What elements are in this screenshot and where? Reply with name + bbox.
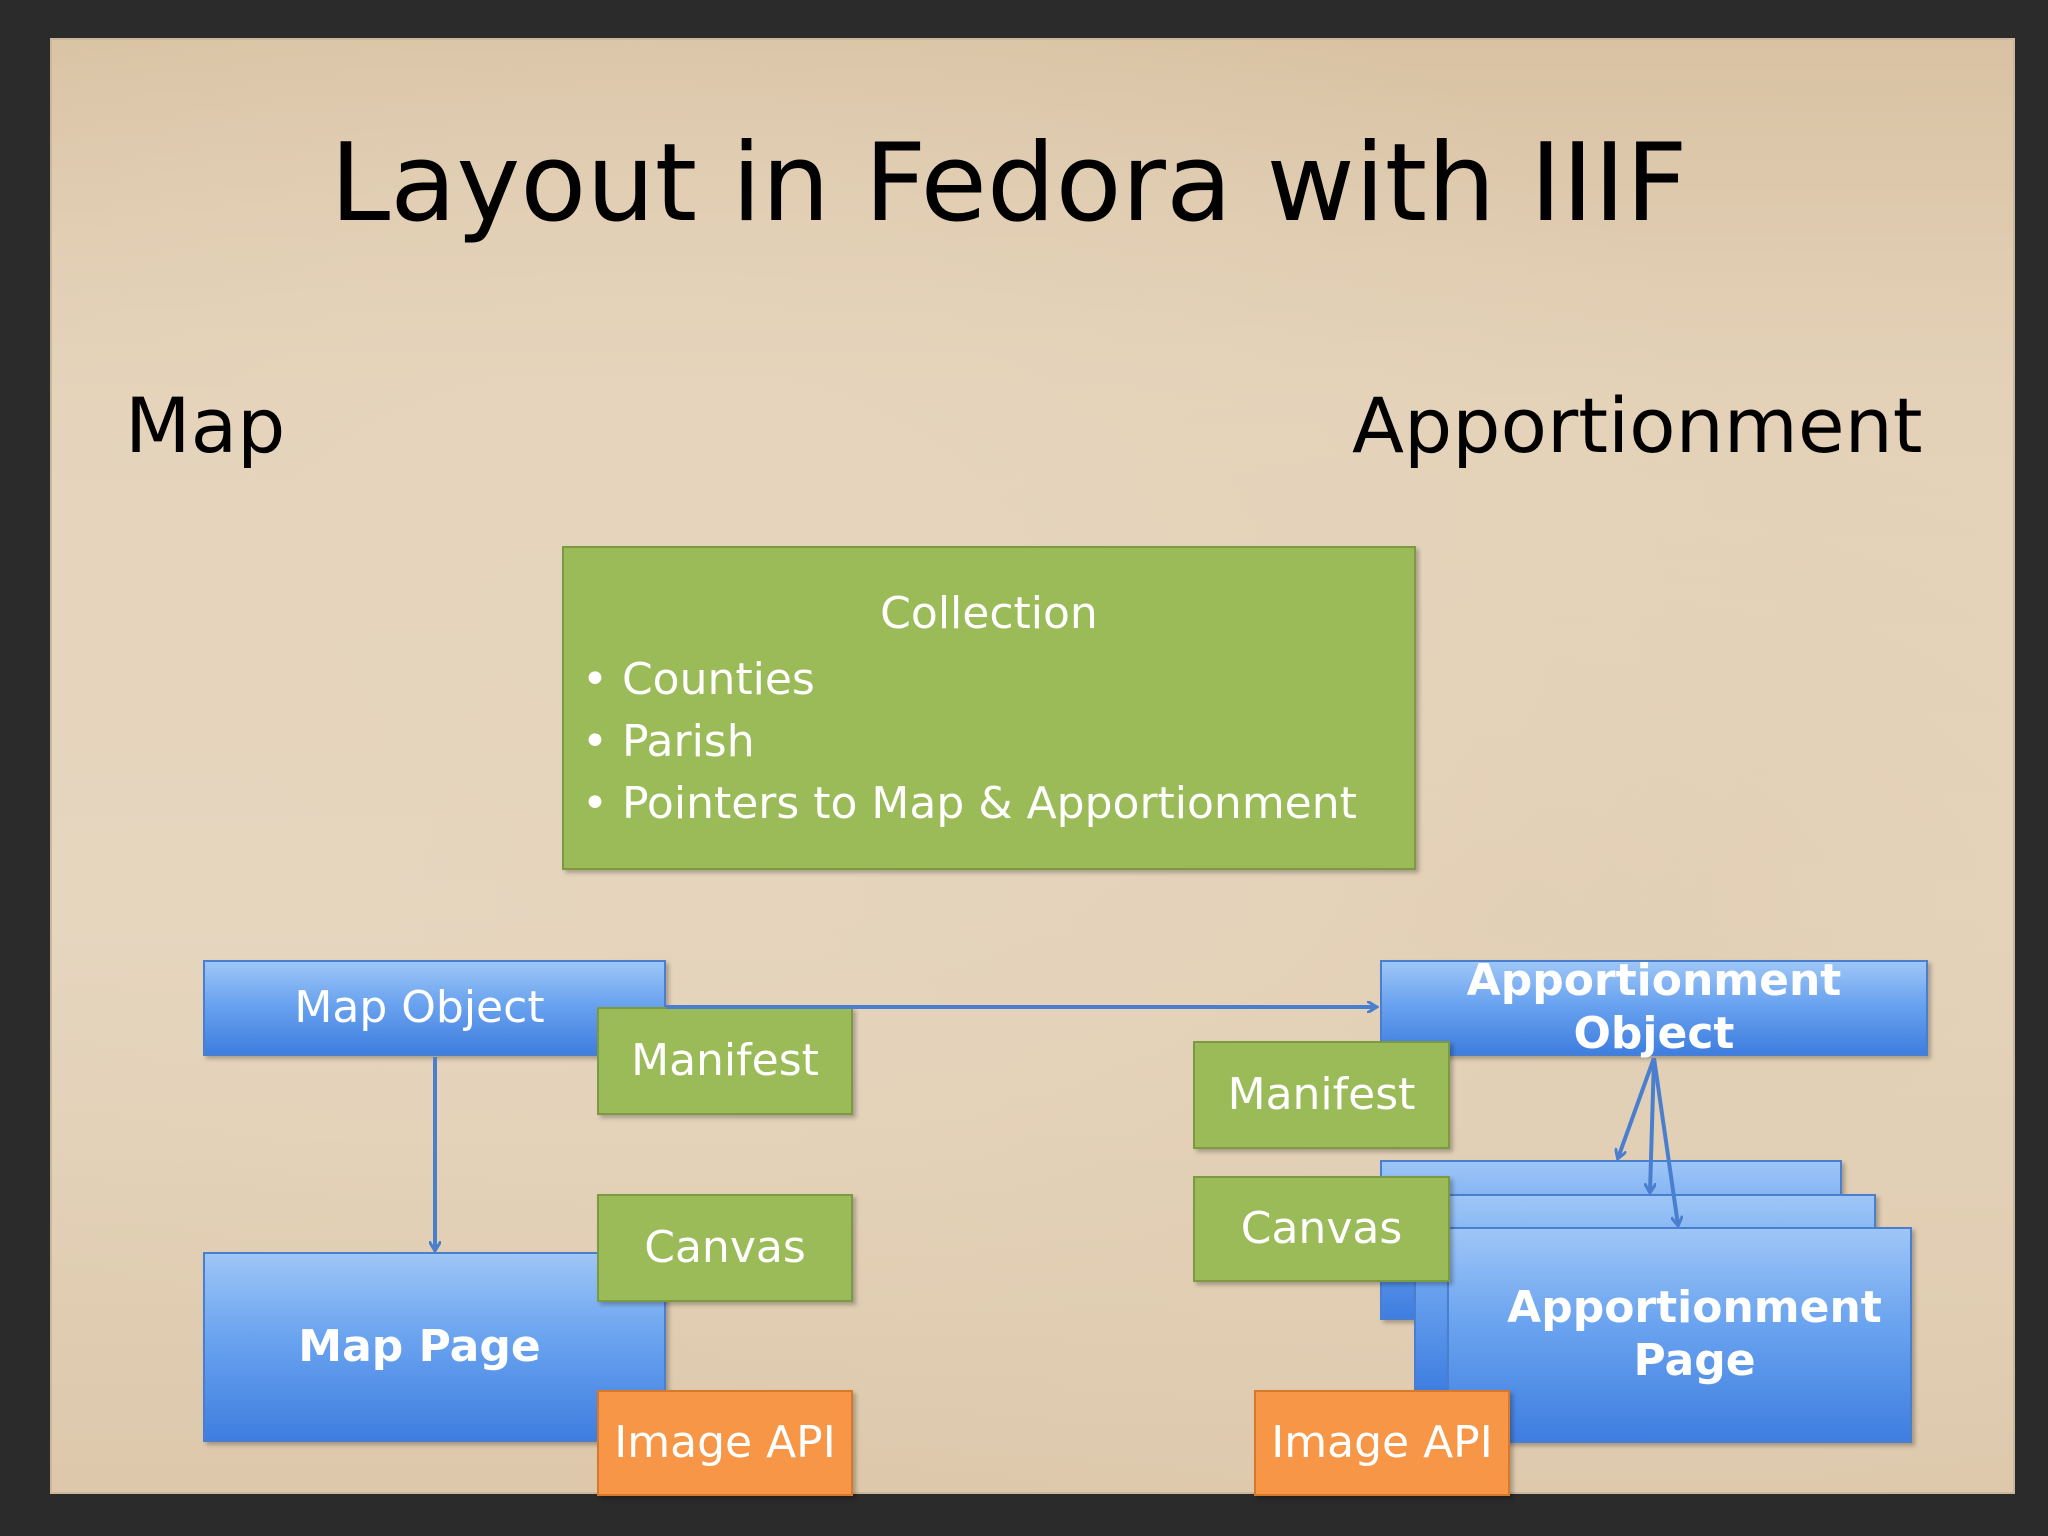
collection-title: Collection: [880, 588, 1098, 639]
collection-list: Counties Parish Pointers to Map & Apport…: [582, 649, 1414, 835]
map-page-box: Map Page: [203, 1252, 666, 1442]
map-object-box: Map Object: [203, 960, 666, 1056]
section-label-map: Map: [125, 381, 286, 470]
apportionment-manifest-box: Manifest: [1193, 1041, 1450, 1149]
apportionment-image-api-box: Image API: [1254, 1390, 1510, 1496]
apportionment-page-label-line2: Page: [1633, 1335, 1756, 1386]
map-canvas-box: Canvas: [597, 1194, 853, 1302]
map-image-api-box: Image API: [597, 1390, 853, 1496]
map-manifest-box: Manifest: [597, 1007, 853, 1115]
apportionment-canvas-box: Canvas: [1193, 1176, 1450, 1282]
apportionment-to-page1-arrow: [1618, 1057, 1656, 1158]
apportionment-to-page2-arrow: [1650, 1057, 1654, 1192]
apportionment-page-label-line1: Apportionment: [1507, 1282, 1882, 1334]
apportionment-to-page3-arrow: [1652, 1057, 1678, 1225]
collection-item-counties: Counties: [582, 649, 1414, 711]
section-label-apportionment: Apportionment: [1352, 381, 1923, 470]
collection-item-pointers: Pointers to Map & Apportionment: [582, 773, 1414, 835]
slide-title: Layout in Fedora with IIIF: [330, 121, 1688, 246]
collection-item-parish: Parish: [582, 711, 1414, 773]
apportionment-object-box: Apportionment Object: [1380, 955, 1928, 1059]
collection-box: Collection Counties Parish Pointers to M…: [562, 546, 1416, 870]
